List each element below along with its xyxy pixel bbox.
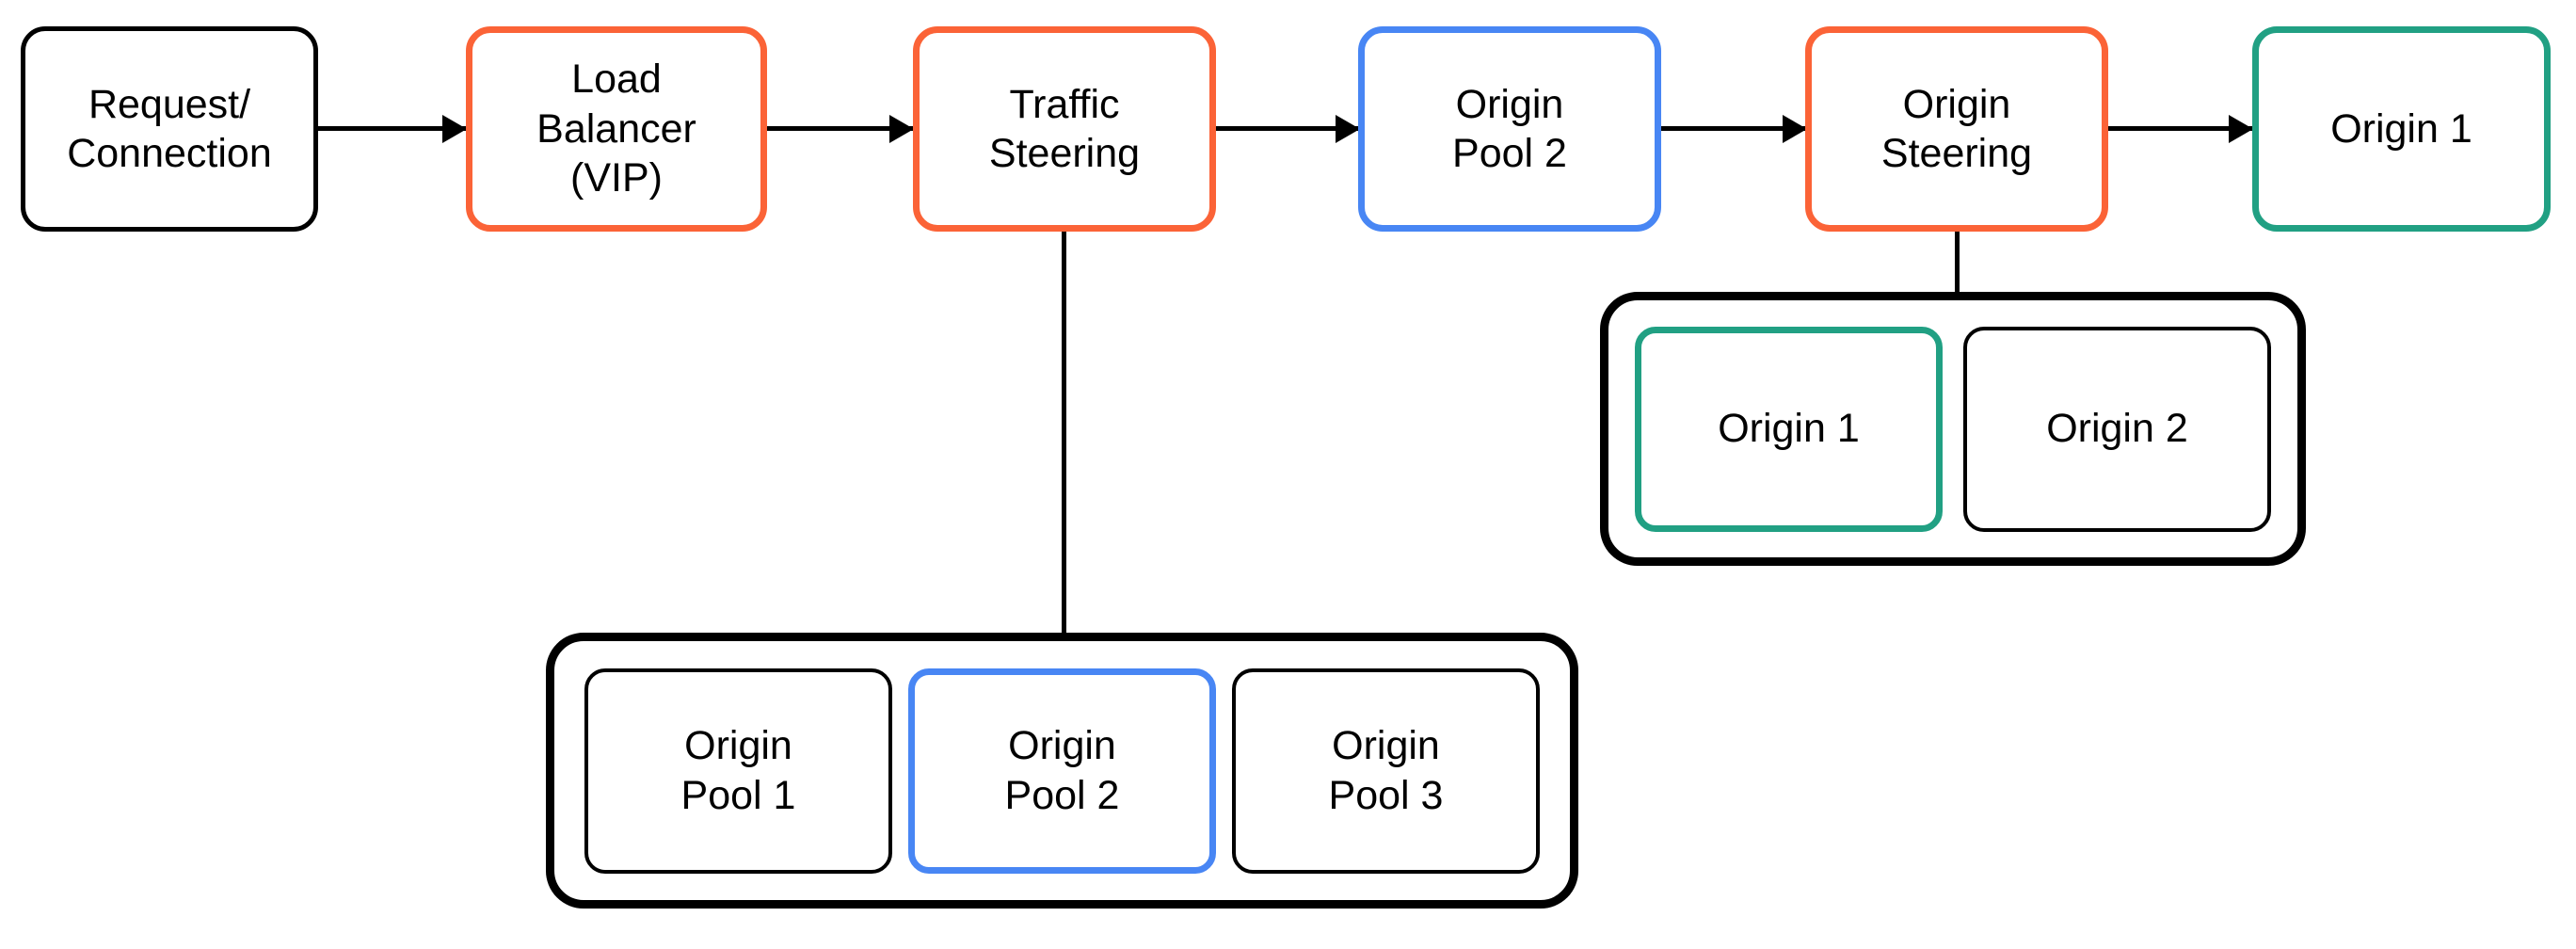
connector-origin-steering-to-origin-group (1955, 226, 1960, 301)
origin-group-item-origin-2[interactable]: Origin 2 (1963, 326, 2271, 532)
node-traffic-steering[interactable]: Traffic Steering (913, 26, 1216, 232)
origin-group-container: Origin 1 Origin 2 (1600, 292, 2306, 566)
node-origin-pool-2[interactable]: Origin Pool 2 (1358, 26, 1661, 232)
origin-pool-group-item-pool-2[interactable]: Origin Pool 2 (908, 668, 1216, 874)
node-request-connection[interactable]: Request/ Connection (21, 26, 318, 232)
origin-pool-group-container: Origin Pool 1 Origin Pool 2 Origin Pool … (546, 633, 1578, 909)
node-origin-steering[interactable]: Origin Steering (1805, 26, 2108, 232)
arrowhead-origin-steering-to-origin-1 (2229, 115, 2253, 143)
connector-load-balancer-to-traffic-steering (767, 126, 916, 131)
connector-traffic-steering-to-origin-pool-group (1062, 226, 1066, 640)
connector-traffic-steering-to-origin-pool-2 (1216, 126, 1362, 131)
origin-pool-group-item-pool-3[interactable]: Origin Pool 3 (1232, 668, 1540, 874)
connector-origin-steering-to-origin-1 (2108, 126, 2254, 131)
origin-group-item-origin-1[interactable]: Origin 1 (1635, 326, 1943, 532)
origin-pool-group-item-pool-1[interactable]: Origin Pool 1 (584, 668, 892, 874)
node-load-balancer[interactable]: Load Balancer (VIP) (466, 26, 767, 232)
arrowhead-traffic-steering-to-origin-pool-2 (1336, 115, 1360, 143)
arrowhead-origin-pool-2-to-origin-steering (1783, 115, 1807, 143)
connector-origin-pool-2-to-origin-steering (1661, 126, 1808, 131)
node-origin-1[interactable]: Origin 1 (2252, 26, 2551, 232)
arrowhead-load-balancer-to-traffic-steering (889, 115, 914, 143)
arrowhead-request-to-load-balancer (442, 115, 467, 143)
connector-request-to-load-balancer (318, 126, 469, 131)
